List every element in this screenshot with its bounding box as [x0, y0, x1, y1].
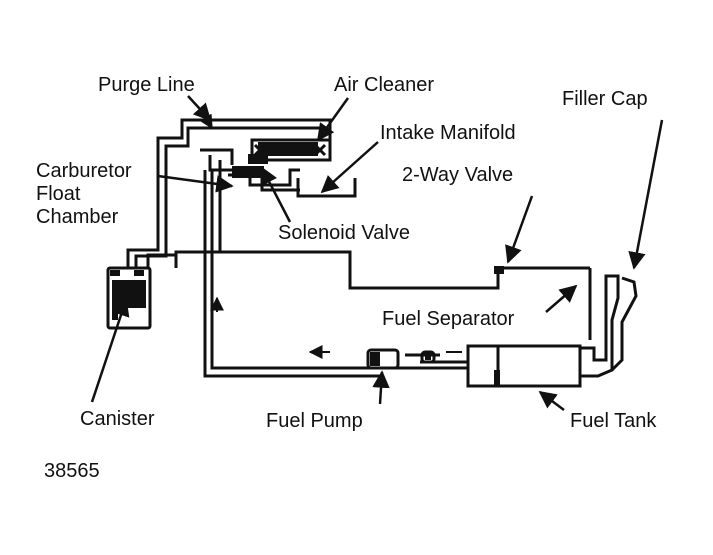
- leader-carburetor: [157, 174, 234, 193]
- vapor-line-to-valve: [176, 250, 590, 290]
- filler-neck: [610, 276, 638, 372]
- purge-line-pipe: [126, 118, 332, 268]
- label-fuel-tank: Fuel Tank: [570, 410, 657, 432]
- leader-fuel-separator: [545, 284, 578, 313]
- leader-fuel-tank: [538, 390, 565, 411]
- label-filler-cap: Filler Cap: [562, 88, 648, 110]
- label-intake-manifold: Intake Manifold: [380, 122, 516, 144]
- leader-canister: [90, 298, 130, 403]
- fuel-separator-body: [466, 344, 582, 388]
- two-way-valve-body: [494, 266, 504, 274]
- label-carburetor-line-2: Float: [36, 183, 81, 205]
- fuel-tank-outline: [580, 274, 620, 378]
- label-carburetor-line-3: Chamber: [36, 206, 119, 228]
- fuel-filter: [420, 350, 436, 364]
- leader-air-cleaner: [316, 97, 350, 142]
- leader-purge-line: [187, 95, 212, 122]
- fuel-feed-line: [210, 170, 468, 370]
- label-fuel-separator: Fuel Separator: [382, 308, 515, 330]
- purge-line-pipe-inner: [134, 126, 322, 268]
- leader-two-way-valve: [505, 195, 534, 264]
- label-solenoid-valve: Solenoid Valve: [278, 222, 410, 244]
- air-cleaner-body: [250, 138, 332, 162]
- leader-intake-manifold: [320, 141, 379, 194]
- leader-filler-cap: [628, 119, 664, 270]
- leader-fuel-pump: [372, 370, 390, 405]
- label-canister: Canister: [80, 408, 155, 430]
- label-carburetor-line-1: Carburetor: [36, 160, 132, 182]
- label-purge-line: Purge Line: [98, 74, 195, 96]
- carburetor-body: [208, 155, 300, 187]
- label-two-way-valve: 2-Way Valve: [402, 164, 514, 186]
- intake-manifold: [296, 178, 357, 198]
- fuel-feed-line-outer: [203, 170, 380, 378]
- label-fuel-pump: Fuel Pump: [266, 410, 363, 432]
- leader-solenoid-valve: [260, 166, 292, 223]
- label-carburetor-float-chamber: Carburetor Float Chamber: [36, 160, 132, 229]
- canister-body: [106, 266, 152, 330]
- label-air-cleaner: Air Cleaner: [334, 74, 435, 96]
- figure-id: 38565: [44, 460, 100, 482]
- fuel-pump-body: [366, 348, 400, 370]
